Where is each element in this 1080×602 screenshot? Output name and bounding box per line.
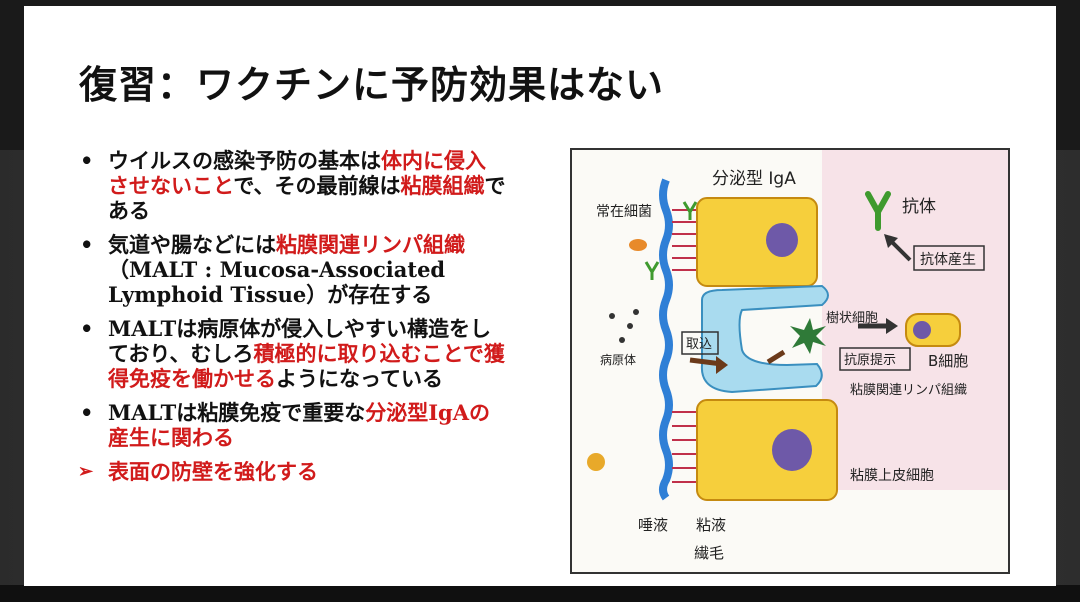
label-antibody: 抗体 [902, 197, 936, 217]
label-antigen-presentation: 抗原提示 [844, 352, 896, 368]
text-segment: （MALT : Mucosa-Associated Lymphoid Tissu… [108, 257, 446, 307]
bacteria-icon [629, 239, 647, 251]
epithelial-cell-lower [696, 399, 838, 501]
bullet-item: • 気道や腸などには粘膜関連リンパ組織（MALT : Mucosa-Associ… [76, 232, 506, 307]
slide-title: 復習：ワクチンに予防効果はない [79, 62, 665, 107]
label-cilia: 繊毛 [694, 544, 724, 562]
bullet-dot-icon: • [80, 148, 94, 173]
text-segment: ようになっている [276, 366, 443, 391]
arrow-bullet-icon: ➢ [78, 461, 94, 482]
antibody-icon [682, 201, 698, 220]
bullet-item: • ウイルスの感染予防の基本は体内に侵入させないことで、その最前線は粘膜組織であ… [76, 148, 506, 223]
dendritic-cell-icon [790, 318, 826, 354]
virus-icon [587, 453, 605, 471]
slide: 復習：ワクチンに予防効果はない • ウイルスの感染予防の基本は体内に侵入させない… [24, 6, 1056, 586]
arrow-icon [888, 238, 912, 262]
label-uptake: 取込 [686, 337, 712, 352]
text-segment: である [108, 173, 506, 223]
text-segment: MALTは粘膜免疫で重要な [108, 400, 366, 425]
bullet-dot-icon: • [80, 316, 94, 341]
label-malt: 粘膜関連リンパ組織 [850, 383, 967, 398]
highlight-segment: 積極的に取り込むことで獲得免疫を働かせる [108, 341, 505, 391]
epithelial-cell-upper [696, 197, 818, 287]
nucleus-icon [772, 429, 812, 471]
text-segment: ウイルスの感染予防の基本は [108, 148, 381, 173]
highlight-segment: 粘膜組織 [400, 173, 485, 198]
label-antibody-production: 抗体産生 [920, 252, 976, 268]
conclusion-item: ➢ 表面の防壁を強化する [76, 459, 506, 484]
pathogen-dots [609, 309, 639, 343]
bullet-item: • MALTは粘膜免疫で重要な分泌型IgAの産生に関わる [76, 400, 506, 450]
bullet-text: ウイルスの感染予防の基本は体内に侵入させないことで、その最前線は粘膜組織である [108, 148, 506, 223]
conclusion-text: 表面の防壁を強化する [108, 459, 318, 484]
label-box [839, 347, 911, 371]
label-resident-bacteria: 常在細菌 [596, 204, 652, 220]
arrow-head-icon [716, 356, 728, 374]
mucosal-immunity-illustration: 分泌型 IgA 常在細菌 抗体 抗体産生 取込 病原体 樹状細胞 抗原提示 B細… [570, 148, 1010, 574]
label-box [681, 331, 719, 355]
illustration-canvas: 分泌型 IgA 常在細菌 抗体 抗体産生 取込 病原体 樹状細胞 抗原提示 B細… [587, 150, 1008, 562]
text-segment: で、その最前線は [233, 173, 401, 198]
highlight-segment: 分泌型IgAの産生に関わる [108, 400, 491, 450]
highlight-segment: 粘膜関連リンパ組織 [276, 232, 465, 257]
label-pathogen: 病原体 [600, 352, 636, 367]
bullet-item: • MALTは病原体が侵入しやすい構造をしており、むしろ積極的に取り込むことで獲… [76, 316, 506, 391]
label-mucus: 粘液 [696, 516, 726, 534]
bullet-text: MALTは粘膜免疫で重要な分泌型IgAの産生に関わる [108, 400, 490, 450]
label-secretory-iga: 分泌型 IgA [712, 169, 796, 189]
arrow-icon [766, 349, 786, 365]
arrow-head-icon [886, 318, 898, 334]
text-segment: MALTは病原体が侵入しやすい構造をしており、むしろ [108, 316, 492, 366]
bullet-dot-icon: • [80, 400, 94, 425]
label-epithelial-cell: 粘膜上皮細胞 [850, 468, 934, 484]
label-dendritic-cell: 樹状細胞 [826, 311, 878, 326]
antibody-icon [644, 261, 660, 280]
label-box [913, 245, 985, 271]
text-segment: 気道や腸などには [108, 232, 276, 257]
label-saliva: 唾液 [638, 516, 668, 534]
nucleus-icon [766, 223, 798, 257]
antibody-icon [865, 191, 891, 231]
nucleus-icon [913, 321, 931, 339]
cilia-group [672, 209, 696, 483]
m-cell [700, 284, 829, 394]
mucus-layer [659, 178, 673, 501]
highlight-segment: 体内に侵入させないこと [108, 148, 486, 198]
arrow-head-icon [884, 234, 898, 248]
bullet-text: 気道や腸などには粘膜関連リンパ組織（MALT : Mucosa-Associat… [108, 232, 465, 307]
bullet-text: MALTは病原体が侵入しやすい構造をしており、むしろ積極的に取り込むことで獲得免… [108, 316, 505, 391]
bullet-list: • ウイルスの感染予防の基本は体内に侵入させないことで、その最前線は粘膜組織であ… [76, 148, 506, 493]
background-filename-strip [0, 585, 1080, 602]
bullet-dot-icon: • [80, 232, 94, 257]
label-b-cell: B細胞 [928, 352, 968, 370]
